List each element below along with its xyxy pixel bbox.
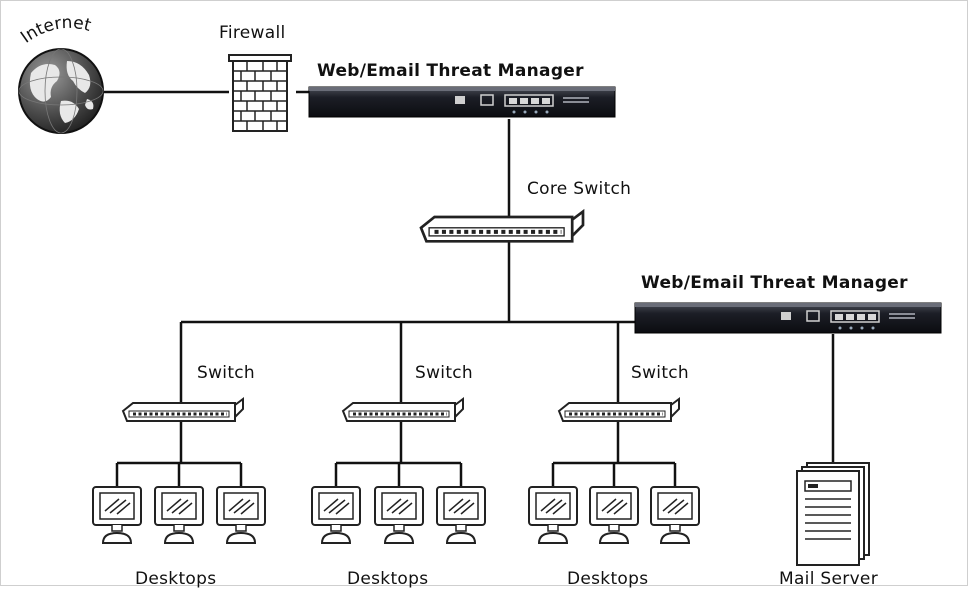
connection-lines: [97, 90, 835, 487]
threat-manager-top-label: Web/Email Threat Manager: [317, 61, 584, 81]
mail-server-icon: [796, 462, 870, 566]
core-switch-label: Core Switch: [527, 179, 632, 199]
svg-text:Internet: Internet: [17, 13, 93, 48]
switch-3-icon: [557, 397, 681, 423]
firewall-icon: [228, 54, 292, 132]
internet-label: Internet: [17, 13, 93, 48]
firewall-label: Firewall: [219, 23, 286, 43]
mail-server-label: Mail Server: [779, 569, 878, 589]
desktop-3b-icon: [589, 486, 639, 544]
desktop-1a-icon: [92, 486, 142, 544]
switch-1-label: Switch: [197, 363, 256, 383]
desktop-2b-icon: [374, 486, 424, 544]
desktop-3c-icon: [650, 486, 700, 544]
desktop-3a-icon: [528, 486, 578, 544]
threat-manager-right-appliance-icon: [634, 302, 942, 334]
desktop-1b-icon: [154, 486, 204, 544]
desktops-1-label: Desktops: [135, 569, 217, 589]
desktop-2a-icon: [311, 486, 361, 544]
core-switch-icon: [421, 212, 583, 242]
switch-1-icon: [121, 397, 245, 423]
desktops-2-label: Desktops: [347, 569, 429, 589]
switch-3-label: Switch: [631, 363, 690, 383]
switch-2-label: Switch: [415, 363, 474, 383]
desktop-2c-icon: [436, 486, 486, 544]
desktops-3-label: Desktops: [567, 569, 649, 589]
threat-manager-right-label: Web/Email Threat Manager: [641, 273, 908, 293]
switch-2-icon: [341, 397, 465, 423]
internet-label-arc: Internet: [17, 13, 93, 48]
threat-manager-top-appliance-icon: [308, 86, 616, 118]
internet-globe-icon: [18, 48, 104, 134]
desktop-1c-icon: [216, 486, 266, 544]
